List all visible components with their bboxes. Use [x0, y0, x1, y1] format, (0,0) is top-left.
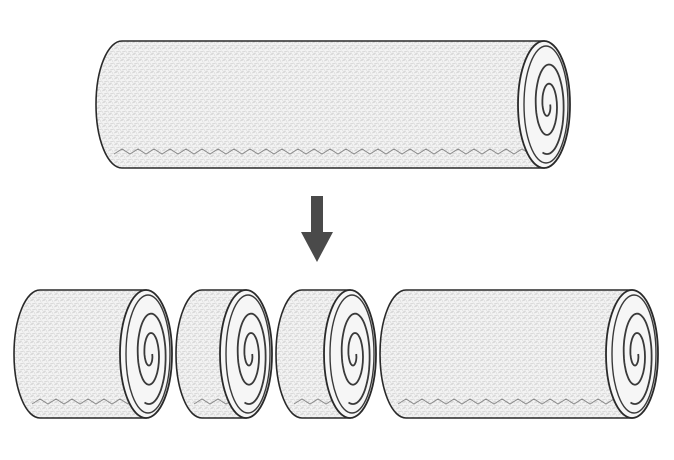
cut-roll-1 [13, 289, 173, 419]
cut-roll-2 [175, 289, 273, 419]
down-arrow-icon [301, 196, 333, 262]
cut-roll-1-spiral [136, 312, 167, 405]
cut-roll-1-perforation [31, 398, 137, 405]
cut-roll-4-end-cap [605, 289, 659, 419]
full-log-roll [95, 40, 571, 169]
cut-roll-2-end-cap [219, 289, 273, 419]
cut-roll-4-body [379, 289, 633, 419]
cut-roll-4-spiral [622, 312, 653, 405]
full-log-roll-body [95, 40, 545, 169]
cut-roll-3-end-cap [323, 289, 377, 419]
cut-roll-2-spiral [236, 312, 267, 405]
cut-roll-3-spiral [340, 312, 371, 405]
full-log-roll-end-cap [517, 40, 571, 169]
cut-roll-3 [275, 289, 377, 419]
cut-roll-1-end-cap [119, 289, 173, 419]
full-log-roll-perforation [113, 148, 539, 155]
cut-roll-1-body [13, 289, 147, 419]
full-log-roll-spiral [534, 63, 565, 155]
cut-roll-4-perforation [397, 398, 623, 405]
cut-roll-4 [379, 289, 659, 419]
